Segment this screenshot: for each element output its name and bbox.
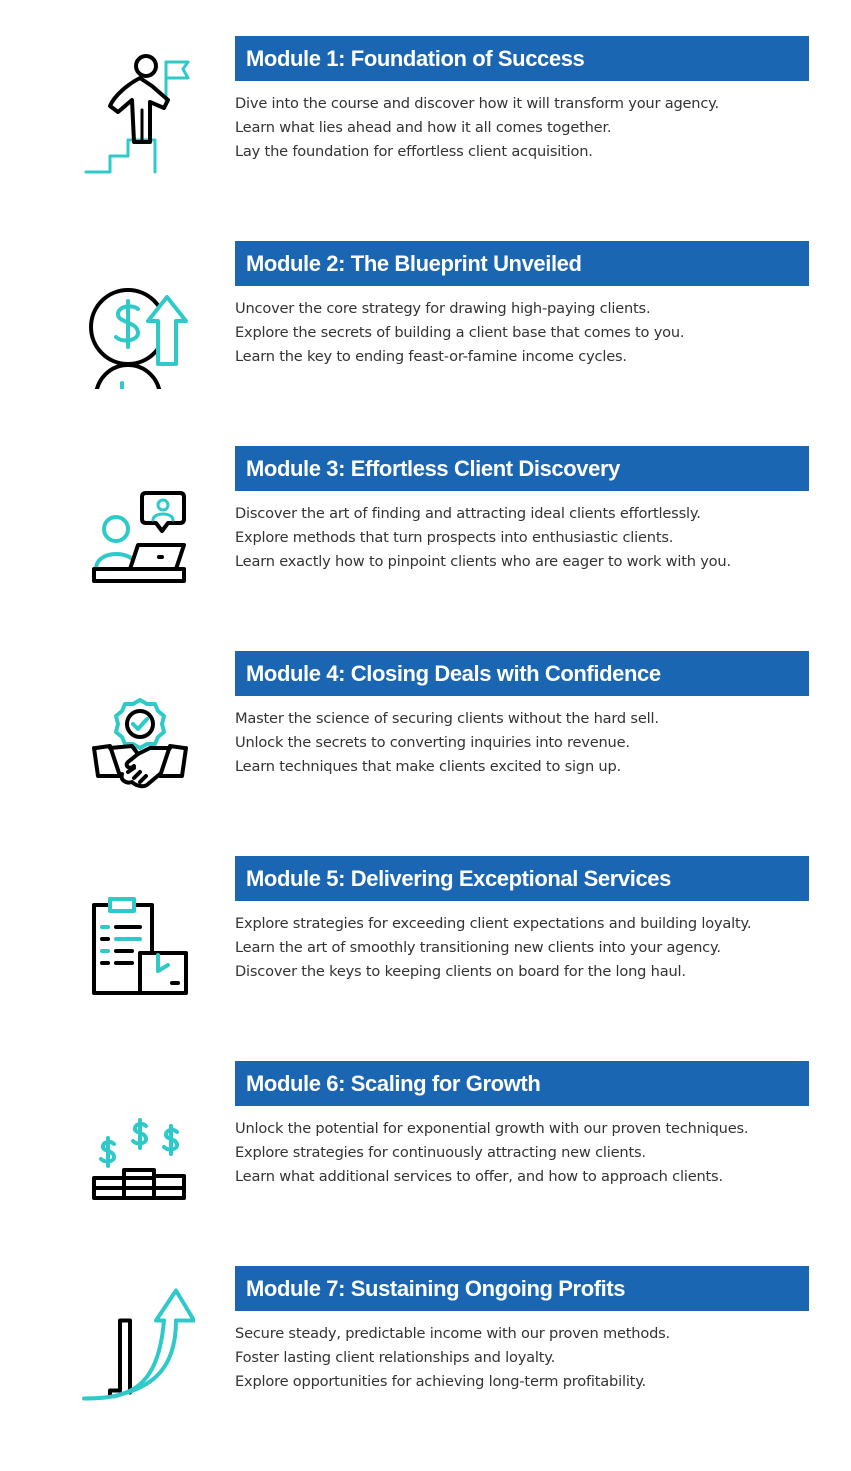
module-description: Dive into the course and discover how it… [235,92,835,164]
person-climbing-stairs-with-flag-icon [80,44,195,174]
module-2: Module 2: The Blueprint Unveiled Uncover… [0,241,851,421]
description-line: Discover the art of finding and attracti… [235,505,701,522]
description-line: Discover the keys to keeping clients on … [235,963,686,980]
dollar-stacks-icon [80,1099,195,1229]
description-line: Explore strategies for exceeding client … [235,915,752,932]
module-6: Module 6: Scaling for Growth Unlock the … [0,1061,851,1241]
growth-arrow-chart-icon [80,1278,195,1408]
description-line: Dive into the course and discover how it… [235,95,719,112]
description-line: Explore strategies for continuously attr… [235,1144,646,1161]
description-line: Lay the foundation for effortless client… [235,143,593,160]
module-header: Module 2: The Blueprint Unveiled [235,241,809,286]
module-3: Module 3: Effortless Client Discovery Di… [0,446,851,626]
module-description: Explore strategies for exceeding client … [235,912,835,984]
module-title: Module 1: Foundation of Success [246,45,585,71]
description-line: Learn what additional services to offer,… [235,1168,723,1185]
module-description: Uncover the core strategy for drawing hi… [235,297,835,369]
module-description: Secure steady, predictable income with o… [235,1322,835,1394]
module-header: Module 1: Foundation of Success [235,36,809,81]
description-line: Unlock the secrets to converting inquiri… [235,734,630,751]
module-1: Module 1: Foundation of Success Dive int… [0,36,851,216]
description-line: Foster lasting client relationships and … [235,1349,556,1366]
module-4: Module 4: Closing Deals with Confidence … [0,651,851,831]
module-title: Module 4: Closing Deals with Confidence [246,660,661,686]
description-line: Learn the key to ending feast-or-famine … [235,348,627,365]
description-line: Learn exactly how to pinpoint clients wh… [235,553,731,570]
description-line: Master the science of securing clients w… [235,710,659,727]
module-title: Module 2: The Blueprint Unveiled [246,250,582,276]
module-header: Module 7: Sustaining Ongoing Profits [235,1266,809,1311]
module-header: Module 3: Effortless Client Discovery [235,446,809,491]
module-description: Discover the art of finding and attracti… [235,502,835,574]
module-header: Module 5: Delivering Exceptional Service… [235,856,809,901]
module-7: Module 7: Sustaining Ongoing Profits Sec… [0,1266,851,1446]
clipboard-package-icon [80,882,195,1012]
description-line: Unlock the potential for exponential gro… [235,1120,749,1137]
description-line: Secure steady, predictable income with o… [235,1325,670,1342]
module-title: Module 7: Sustaining Ongoing Profits [246,1275,626,1301]
module-description: Unlock the potential for exponential gro… [235,1117,835,1189]
description-line: Learn techniques that make clients excit… [235,758,621,775]
module-description: Master the science of securing clients w… [235,707,835,779]
module-header: Module 4: Closing Deals with Confidence [235,651,809,696]
description-line: Explore opportunities for achieving long… [235,1373,646,1390]
handshake-badge-check-icon [80,681,195,811]
description-line: Uncover the core strategy for drawing hi… [235,300,651,317]
description-line: Learn what lies ahead and how it all com… [235,119,612,136]
module-title: Module 6: Scaling for Growth [246,1070,541,1096]
module-5: Module 5: Delivering Exceptional Service… [0,856,851,1036]
module-title: Module 5: Delivering Exceptional Service… [246,865,671,891]
description-line: Explore the secrets of building a client… [235,324,685,341]
description-line: Explore methods that turn prospects into… [235,529,674,546]
person-laptop-chat-icon [80,472,195,602]
module-title: Module 3: Effortless Client Discovery [246,455,620,481]
description-line: Learn the art of smoothly transitioning … [235,939,721,956]
module-header: Module 6: Scaling for Growth [235,1061,809,1106]
dollar-coins-arrow-up-icon [80,269,195,399]
